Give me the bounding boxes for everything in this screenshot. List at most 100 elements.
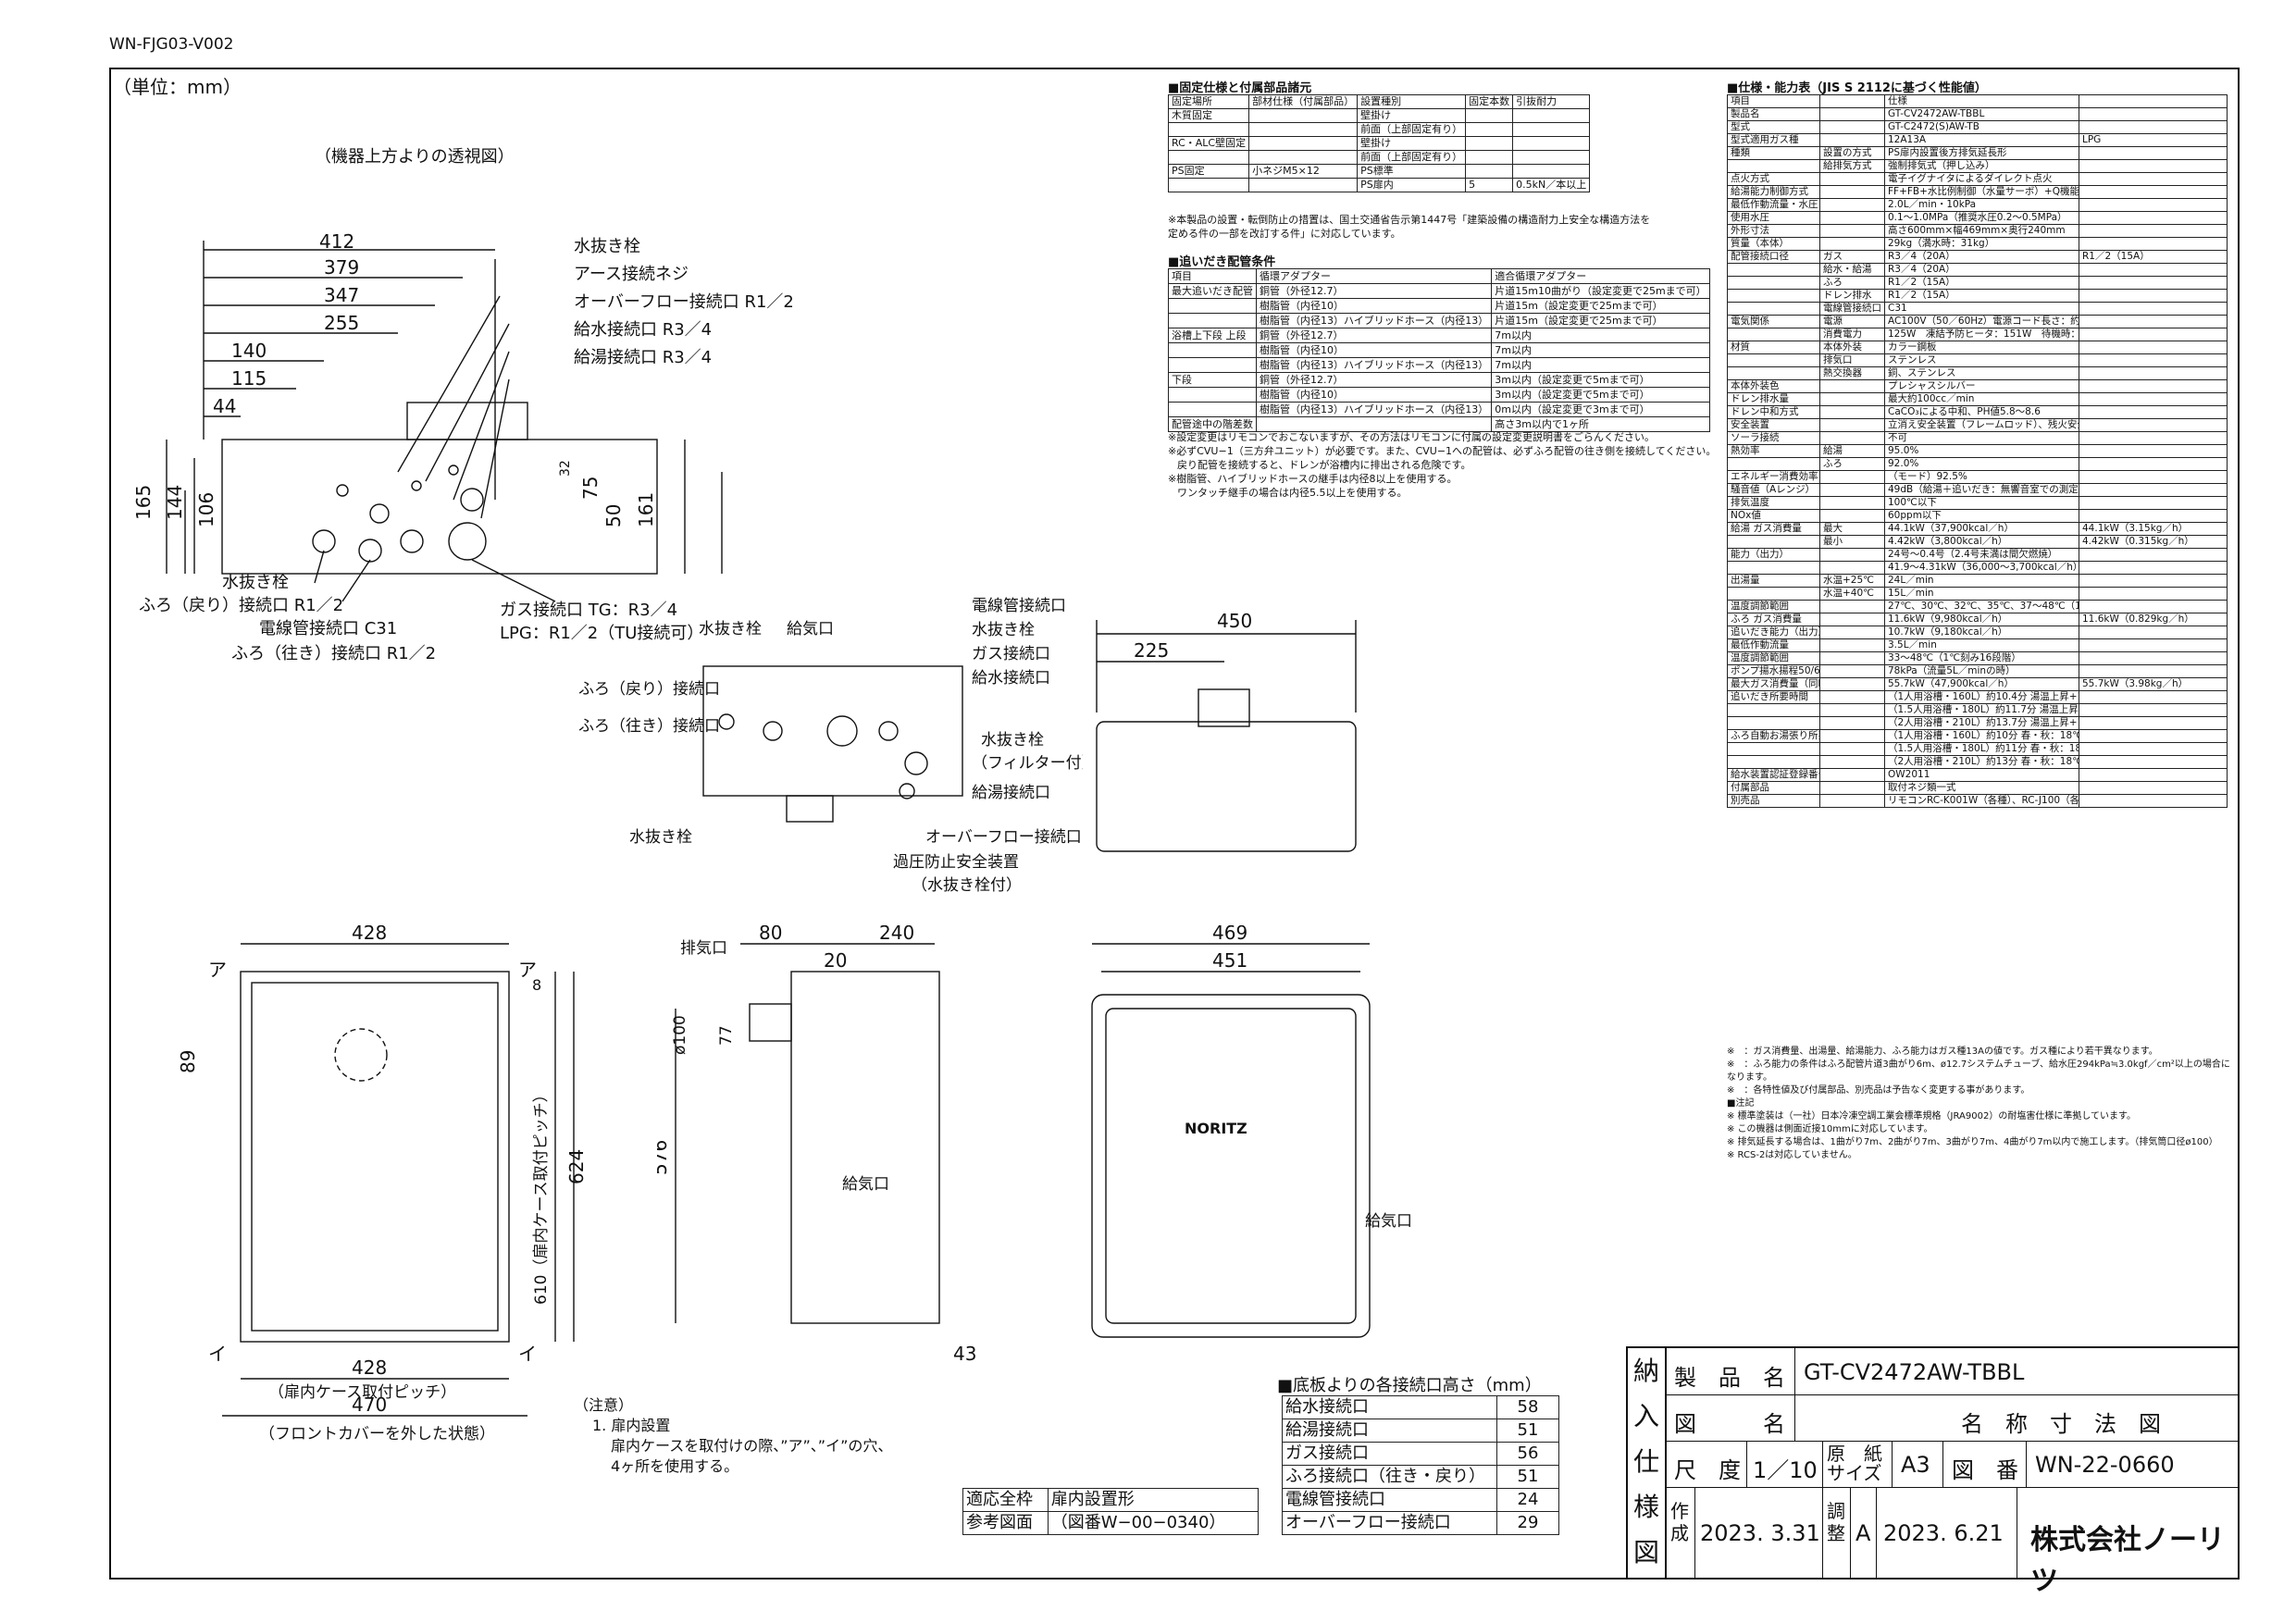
label-b-drain: 水抜き栓	[972, 621, 1035, 639]
dim-dia100: ø100	[671, 1015, 689, 1055]
spec-cell	[1819, 742, 1885, 756]
fixing-notes: ※本製品の設置・転倒防止の措置は、国土交通省告示第1447号「建築設備の構造耐力…	[1168, 213, 1650, 241]
spec-cell: 4.42kW（0.315kg／h）	[2079, 535, 2228, 549]
spec-cell: 最低作動流量	[1727, 638, 1820, 652]
spec-cell	[1819, 600, 1885, 613]
reheat-c	[1168, 387, 1257, 403]
fix-c: 壁掛け	[1357, 136, 1467, 151]
fix-c	[1167, 150, 1250, 165]
spec-notes: ※ ：ガス消費量、出湯量、給湯能力、ふろ能力はガス種13Aの値です。ガス種により…	[1727, 1046, 2230, 1162]
spec-cell: 電源	[1819, 315, 1885, 328]
spec-note: ※ 排気延長する場合は、1曲がり7m、2曲がり7m、3曲がり7m、4曲がり7m以…	[1727, 1137, 2218, 1147]
spec-cell: （1.5人用浴槽・180L）約11.7分 湯温上昇+10℃	[1884, 703, 2079, 717]
height-value: 51	[1496, 1465, 1559, 1489]
spec-note: ※ 標準塗装は（一社）日本冷凍空調工業会標準規格（JRA9002）の耐塩害仕様に…	[1727, 1111, 2137, 1121]
spec-cell	[2079, 263, 2228, 277]
reheat-note: ※樹脂管、ハイブリッドホースの継手は内径8以上を使用する。	[1168, 473, 1458, 485]
reheat-notes: ※設定変更はリモコンでおこないますが、その方法はリモコンに付属の設定変更説明書を…	[1168, 430, 1716, 500]
spec-cell: 能力（出力）	[1727, 548, 1820, 562]
spec-cell	[2079, 224, 2228, 238]
reheat-c: 配管途中の階差数	[1168, 416, 1257, 432]
spec-cell: ポンプ揚水揚程50/60Hz共通	[1727, 664, 1820, 678]
spec-cell: 使用水圧	[1727, 211, 1820, 225]
spec-cell	[2079, 742, 2228, 756]
spec-cell: 型式	[1727, 120, 1820, 134]
fix-c	[1248, 178, 1359, 192]
spec-cell	[1727, 535, 1820, 549]
label-b-hot: 給湯接続口	[972, 784, 1050, 802]
reheat-c: 樹脂管（内径10）	[1255, 387, 1493, 403]
spec-cell: （1人用浴槽・160L）約10分 春・秋：18℃→43℃	[1884, 729, 2079, 743]
dim-161: 161	[635, 492, 657, 527]
spec-cell	[1819, 431, 1885, 445]
spec-cell: 12A13A	[1884, 133, 2079, 147]
fix-c	[1512, 136, 1591, 151]
vertical-char: 仕	[1632, 1446, 1659, 1477]
spec-row: （2人用浴槽・210L）約13分 春・秋：18℃→43℃	[1727, 755, 2228, 769]
fix-c	[1248, 136, 1359, 151]
spec-cell	[1819, 392, 1885, 406]
spec-cell	[2079, 289, 2228, 303]
spec-cell: 92.0%	[1884, 457, 2079, 471]
spec-cell: 項目	[1727, 94, 1820, 108]
spec-cell	[1819, 716, 1885, 730]
spec-cell: ステンレス	[1884, 353, 2079, 367]
label-lpg: LPG：R1／2（TU接続可）	[500, 624, 703, 643]
spec-cell: 追いだき能力（出力）	[1727, 626, 1820, 639]
spec-cell	[1727, 302, 1820, 316]
dim-115: 115	[231, 367, 267, 390]
label-b-relief-note: （水抜き栓付）	[912, 876, 1022, 895]
mark-a-right: ア	[518, 959, 537, 981]
spec-cell: C31	[1884, 302, 2079, 316]
reheat-c	[1168, 342, 1257, 358]
reheat-c: 7m以内	[1491, 342, 1710, 358]
spec-cell	[2079, 328, 2228, 341]
spec-cell	[2079, 457, 2228, 471]
height-label: ふろ接続口（往き・戻り）	[1282, 1465, 1497, 1489]
brand-logo: NORITZ	[1185, 1120, 1247, 1137]
spec-cell: ドレン排水量	[1727, 392, 1820, 406]
spec-cell: R1／2（15A）	[1884, 289, 2079, 303]
spec-cell: 78kPa（流量5L／minの時）	[1884, 664, 2079, 678]
spec-cell: 11.6kW（9,980kcal／h）	[1884, 613, 2079, 626]
spec-cell	[1727, 263, 1820, 277]
spec-row: 能力（出力）24号〜0.4号（2.4号未満は間欠燃焼）	[1727, 548, 2228, 562]
adjust-date: 2023. 6.21	[1883, 1520, 2004, 1546]
spec-cell: 15L／min	[1884, 587, 2079, 601]
fix-c	[1465, 108, 1514, 123]
ref-label-2: 参考図面	[962, 1511, 1049, 1535]
spec-cell: 49dB（給湯＋追いだき：無響音室での測定値）	[1884, 483, 2079, 497]
spec-note: なります。	[1727, 1072, 1772, 1083]
reheat-c: 浴槽上下段 上段	[1168, 328, 1257, 343]
height-value: 24	[1496, 1488, 1559, 1512]
dim-610: 610（扉内ケース取付ピッチ）	[532, 1086, 551, 1305]
spec-note: ※ ：ふろ能力の条件はふろ配管片道3曲がり6m、ø12.7システムチューブ、給水…	[1727, 1059, 2230, 1070]
dim-case-428: 428	[352, 925, 387, 944]
vertical-char: 図	[1632, 1537, 1659, 1567]
label-bath-supply: ふろ（往き）接続口 R1／2	[231, 644, 436, 663]
spec-cell: ふろ	[1819, 276, 1885, 290]
dim-576: 576	[657, 1140, 671, 1175]
fix-c	[1248, 150, 1359, 165]
side-top-drawing: 450 225	[1096, 610, 1357, 852]
spec-cell	[2079, 172, 2228, 186]
spec-cell	[1819, 379, 1885, 393]
spec-cell: 給水装置認証登録番号	[1727, 768, 1820, 782]
spec-cell	[1819, 496, 1885, 510]
fix-c: RC・ALC壁固定	[1167, 136, 1250, 151]
reheat-c: 7m以内	[1491, 328, 1710, 343]
spec-cell	[1819, 470, 1885, 484]
spec-cell	[2079, 781, 2228, 795]
dim-77: 77	[717, 1025, 736, 1046]
spec-cell	[2079, 146, 2228, 160]
reheat-c: 銅管（外径12.7）	[1255, 372, 1493, 388]
spec-row: 材質本体外装カラー鋼板	[1727, 341, 2228, 354]
fix-c: 0.5kN／本以上	[1512, 178, 1591, 192]
spec-cell	[1727, 755, 1820, 769]
spec-cell	[2079, 366, 2228, 380]
